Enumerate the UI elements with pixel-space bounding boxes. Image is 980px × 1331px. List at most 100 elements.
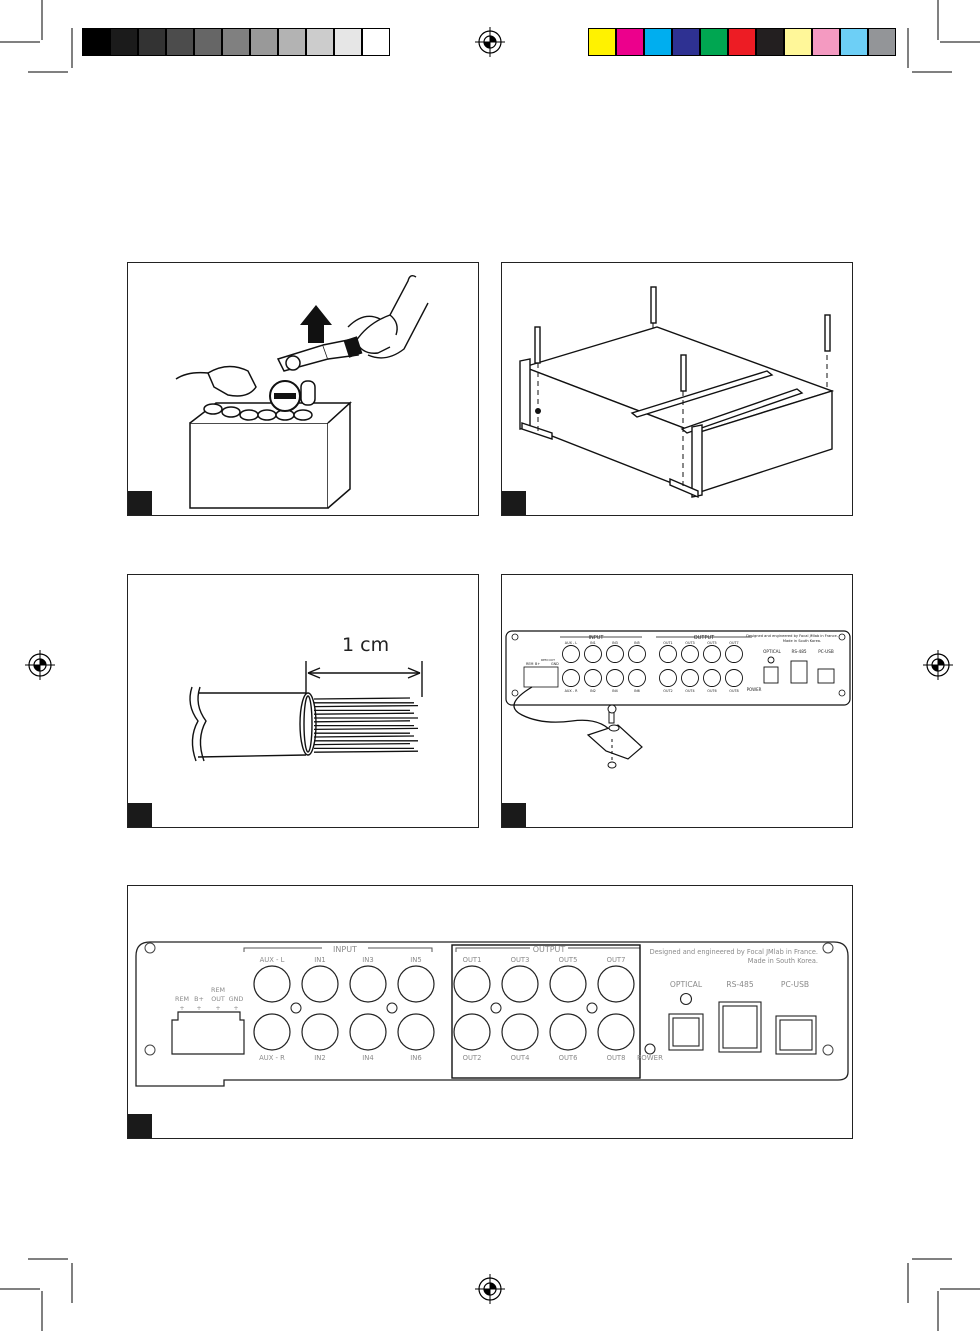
figure-disconnect-battery xyxy=(127,262,479,516)
terminal-remout-label-1: REM xyxy=(211,986,225,994)
mini-term-rem: REM xyxy=(526,662,533,666)
rca-jack xyxy=(703,645,721,663)
mini-output-header: OUTPUT xyxy=(694,635,715,641)
rca-jack xyxy=(301,1013,339,1051)
jack-label: OUT6 xyxy=(707,689,716,693)
color-swatch xyxy=(616,28,644,56)
port-rs485-label: RS-485 xyxy=(726,980,753,989)
color-swatch xyxy=(700,28,728,56)
jack-label: IN3 xyxy=(362,956,373,964)
jack-label: OUT2 xyxy=(463,1054,482,1062)
optical-led xyxy=(679,992,693,1006)
rca-jack xyxy=(597,1013,635,1051)
rca-jack xyxy=(562,645,580,663)
jack-label: IN4 xyxy=(362,1054,373,1062)
mini-credits-line1: Designed and engineered by Focal JMlab i… xyxy=(746,634,838,638)
jack-label: AUX - L xyxy=(260,956,285,964)
color-swatch xyxy=(784,28,812,56)
rca-jack xyxy=(597,965,635,1003)
rca-jack xyxy=(253,1013,291,1051)
rca-jack xyxy=(549,965,587,1003)
wire-strand xyxy=(313,720,411,723)
rca-jack xyxy=(681,669,699,687)
rca-jack xyxy=(725,645,743,663)
wire-strand xyxy=(313,750,419,753)
rca-jack xyxy=(397,965,435,1003)
terminal-plus-3: + xyxy=(215,1005,220,1012)
jack-label: OUT8 xyxy=(607,1054,626,1062)
indicator-led xyxy=(290,1002,302,1014)
output-highlight-box xyxy=(451,944,641,1079)
power-led xyxy=(644,1043,656,1055)
jack-label: OUT7 xyxy=(607,956,626,964)
jack-label: OUT1 xyxy=(663,641,672,645)
jack-label: IN1 xyxy=(590,641,596,645)
gray-swatch xyxy=(334,28,362,56)
credits-line2: Made in South Korea. xyxy=(748,957,818,965)
rca-jack xyxy=(584,645,602,663)
color-swatch xyxy=(812,28,840,56)
jack-label: OUT4 xyxy=(511,1054,530,1062)
port-pcusb-label: PC-USB xyxy=(781,980,809,989)
figure-strip-wire: 1 cm xyxy=(127,574,479,828)
strip-length-label: 1 cm xyxy=(342,634,389,656)
rca-jack xyxy=(606,669,624,687)
jack-label: OUT5 xyxy=(707,641,716,645)
power-led-label: POWER xyxy=(637,1054,663,1062)
jack-label: OUT5 xyxy=(559,956,578,964)
rca-jack xyxy=(549,1013,587,1051)
rca-jack xyxy=(584,669,602,687)
wire-strand xyxy=(313,712,415,715)
rca-jack xyxy=(659,669,677,687)
power-terminal-block xyxy=(171,1011,245,1055)
port-optical-label: OPTICAL xyxy=(670,980,703,989)
mini-power-label: POWER xyxy=(747,687,762,692)
rca-jack xyxy=(397,1013,435,1051)
jack-label: OUT8 xyxy=(729,689,738,693)
gray-swatch xyxy=(82,28,110,56)
jack-label: IN2 xyxy=(590,689,596,693)
figure-number-tag xyxy=(502,491,526,515)
rca-jack xyxy=(453,1013,491,1051)
rca-jack xyxy=(628,645,646,663)
gray-swatch xyxy=(110,28,138,56)
pcusb-port xyxy=(775,1015,817,1055)
jack-label: IN6 xyxy=(410,1054,421,1062)
gray-swatch xyxy=(306,28,334,56)
gray-swatch xyxy=(250,28,278,56)
color-swatch xyxy=(868,28,896,56)
gray-swatch xyxy=(138,28,166,56)
terminal-plus-2: + xyxy=(196,1005,201,1012)
optical-port xyxy=(668,1013,704,1051)
output-group-label: OUTPUT xyxy=(533,945,566,954)
wire-strand xyxy=(313,704,419,708)
figure-number-tag xyxy=(128,491,152,515)
terminal-plus-1: + xyxy=(179,1005,184,1012)
mini-port-pcusb: PC-USB xyxy=(818,649,834,654)
terminal-gnd-label: GND xyxy=(229,995,244,1003)
rca-jack xyxy=(453,965,491,1003)
rca-jack xyxy=(703,669,721,687)
mini-port-optical: OPTICAL xyxy=(763,649,781,654)
color-swatch xyxy=(644,28,672,56)
terminal-rem-label: REM xyxy=(175,995,189,1003)
jack-label: IN1 xyxy=(314,956,325,964)
color-swatch xyxy=(672,28,700,56)
jack-label: AUX - R xyxy=(565,689,579,693)
jack-label: IN5 xyxy=(634,641,640,645)
rca-jack xyxy=(501,1013,539,1051)
jack-label: IN3 xyxy=(612,641,618,645)
terminal-plus-4: + xyxy=(233,1005,238,1012)
mini-port-rs485: RS-485 xyxy=(791,649,806,654)
rca-jack xyxy=(681,645,699,663)
terminal-bplus-label: B+ xyxy=(194,995,204,1003)
jack-label: OUT3 xyxy=(685,641,694,645)
jack-label: IN5 xyxy=(410,956,421,964)
jack-label: OUT7 xyxy=(729,641,738,645)
jack-label: IN4 xyxy=(612,689,618,693)
indicator-led xyxy=(586,1002,598,1014)
jack-label: OUT1 xyxy=(463,956,482,964)
jack-label: OUT6 xyxy=(559,1054,578,1062)
figure-mounting-screws xyxy=(501,262,853,516)
rca-jack xyxy=(606,645,624,663)
